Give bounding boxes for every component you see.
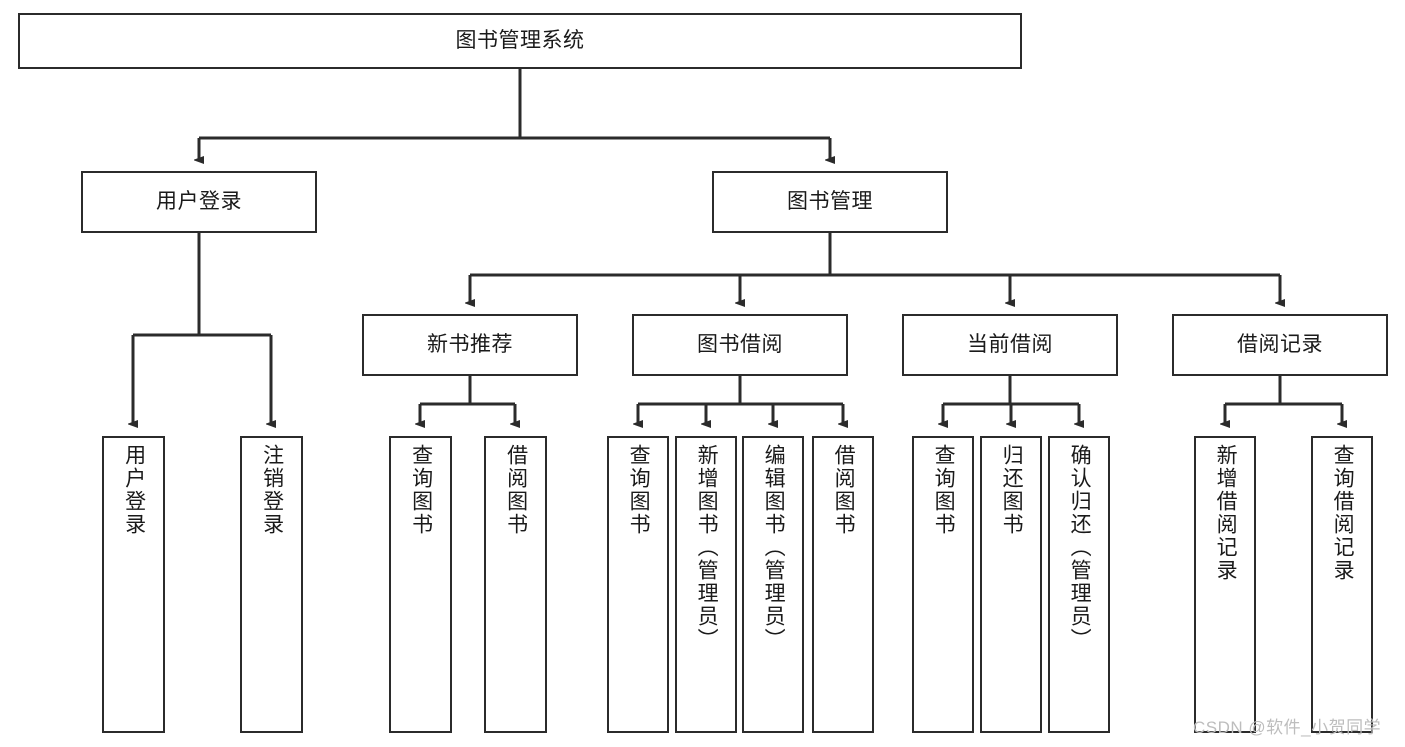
node-leaf-query-record-label: 查询借阅记录 xyxy=(1331,444,1355,582)
node-root-label: 图书管理系统 xyxy=(455,28,585,52)
node-new-book-recommend[interactable]: 新书推荐 xyxy=(362,314,578,376)
node-current-borrow-label: 当前借阅 xyxy=(967,332,1053,356)
node-user-login[interactable]: 用户登录 xyxy=(81,171,317,233)
node-leaf-confirm-return[interactable]: 确认归还（管理员） xyxy=(1048,436,1110,733)
node-leaf-return-book[interactable]: 归还图书 xyxy=(980,436,1042,733)
node-user-login-label: 用户登录 xyxy=(156,189,242,213)
node-leaf-logout-label: 注销登录 xyxy=(260,444,284,536)
node-leaf-edit-book-label: 编辑图书（管理员） xyxy=(762,444,786,651)
node-current-borrow[interactable]: 当前借阅 xyxy=(902,314,1118,376)
node-leaf-query-book-1-label: 查询图书 xyxy=(409,444,433,536)
node-leaf-user-login[interactable]: 用户登录 xyxy=(102,436,165,733)
node-borrow-record[interactable]: 借阅记录 xyxy=(1172,314,1388,376)
node-leaf-edit-book[interactable]: 编辑图书（管理员） xyxy=(742,436,804,733)
node-leaf-add-record-label: 新增借阅记录 xyxy=(1214,444,1238,582)
node-leaf-query-book-1[interactable]: 查询图书 xyxy=(389,436,452,733)
node-leaf-user-login-label: 用户登录 xyxy=(122,444,146,536)
node-leaf-add-book-label: 新增图书（管理员） xyxy=(695,444,719,651)
node-leaf-query-record[interactable]: 查询借阅记录 xyxy=(1311,436,1373,733)
node-book-management[interactable]: 图书管理 xyxy=(712,171,948,233)
node-leaf-add-record[interactable]: 新增借阅记录 xyxy=(1194,436,1256,733)
node-book-management-label: 图书管理 xyxy=(787,189,873,213)
node-book-borrow[interactable]: 图书借阅 xyxy=(632,314,848,376)
node-root[interactable]: 图书管理系统 xyxy=(18,13,1022,69)
node-leaf-query-book-3[interactable]: 查询图书 xyxy=(912,436,974,733)
node-leaf-confirm-return-label: 确认归还（管理员） xyxy=(1068,444,1092,651)
node-leaf-borrow-book-1-label: 借阅图书 xyxy=(504,444,528,536)
node-leaf-logout[interactable]: 注销登录 xyxy=(240,436,303,733)
node-leaf-return-book-label: 归还图书 xyxy=(1000,444,1024,536)
node-leaf-query-book-3-label: 查询图书 xyxy=(932,444,956,536)
node-leaf-query-book-2-label: 查询图书 xyxy=(627,444,651,536)
node-leaf-borrow-book-2-label: 借阅图书 xyxy=(832,444,856,536)
node-leaf-query-book-2[interactable]: 查询图书 xyxy=(607,436,669,733)
node-borrow-record-label: 借阅记录 xyxy=(1237,332,1323,356)
node-leaf-add-book[interactable]: 新增图书（管理员） xyxy=(675,436,737,733)
node-leaf-borrow-book-2[interactable]: 借阅图书 xyxy=(812,436,874,733)
node-new-book-recommend-label: 新书推荐 xyxy=(427,332,513,356)
watermark: CSDN @软件_小贺同学 xyxy=(1193,718,1382,737)
node-leaf-borrow-book-1[interactable]: 借阅图书 xyxy=(484,436,547,733)
node-book-borrow-label: 图书借阅 xyxy=(697,332,783,356)
